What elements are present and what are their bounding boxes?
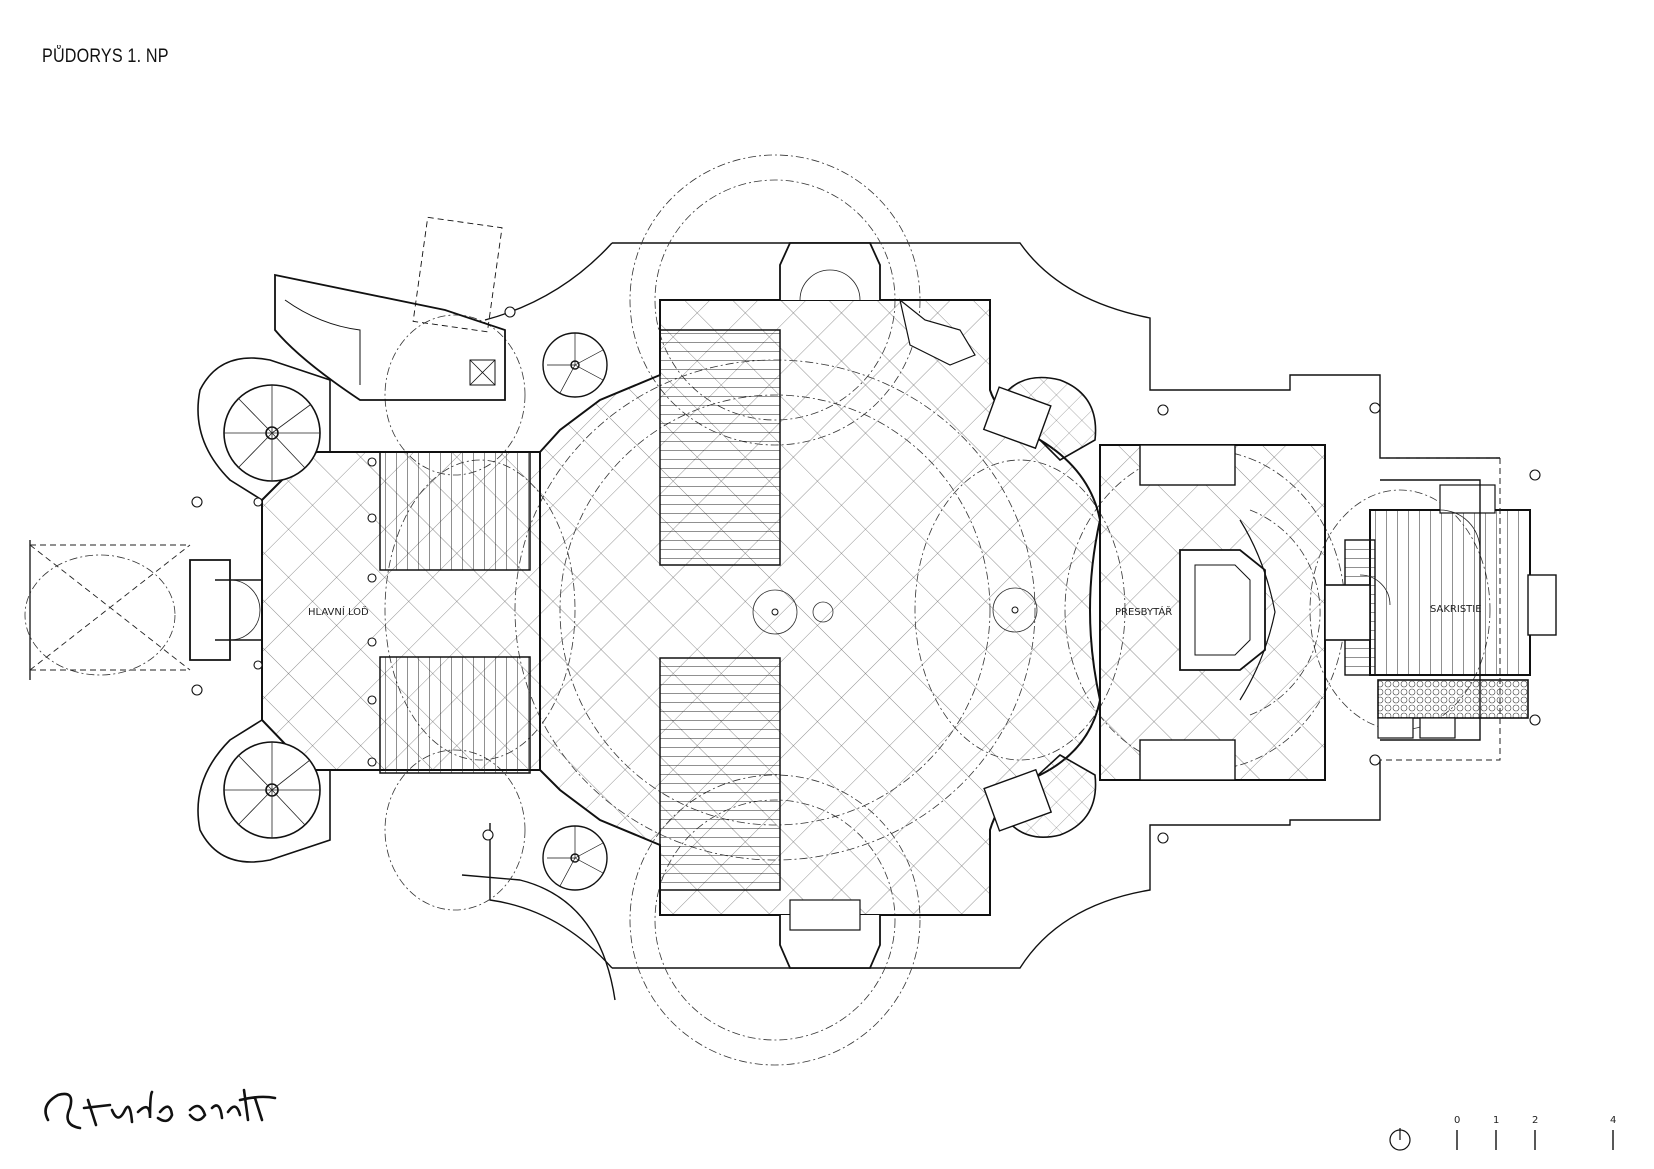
columns — [191, 306, 1541, 844]
west-forecourt — [29, 540, 191, 680]
west-tower-south — [197, 719, 331, 863]
room-label-nave: HLAVNÍ LOĎ — [308, 605, 369, 618]
scale-tick-0: 0 — [1454, 1115, 1460, 1126]
crossing-floor — [539, 242, 1102, 969]
sacristy-annex — [1324, 457, 1557, 761]
small-spiral-north — [542, 332, 608, 398]
scale-bar: 0 1 2 4 — [1389, 1115, 1616, 1151]
presbytery-floor — [1099, 444, 1326, 781]
west-tower-north — [197, 357, 331, 501]
north-annex — [274, 216, 506, 401]
scale-tick-4: 4 — [1610, 1115, 1616, 1126]
nave-floor — [189, 451, 541, 774]
page-title: PŮDORYS 1. NP — [42, 46, 169, 67]
scale-tick-1: 1 — [1493, 1115, 1499, 1126]
small-spiral-south — [542, 825, 608, 891]
site-outline — [461, 242, 1500, 1001]
room-label-presbytery: PRESBYTÁŘ — [1115, 605, 1172, 618]
room-label-sacristy: SAKRISTIE — [1430, 604, 1482, 615]
scale-tick-2: 2 — [1532, 1115, 1538, 1126]
studio-signature — [44, 1088, 277, 1130]
